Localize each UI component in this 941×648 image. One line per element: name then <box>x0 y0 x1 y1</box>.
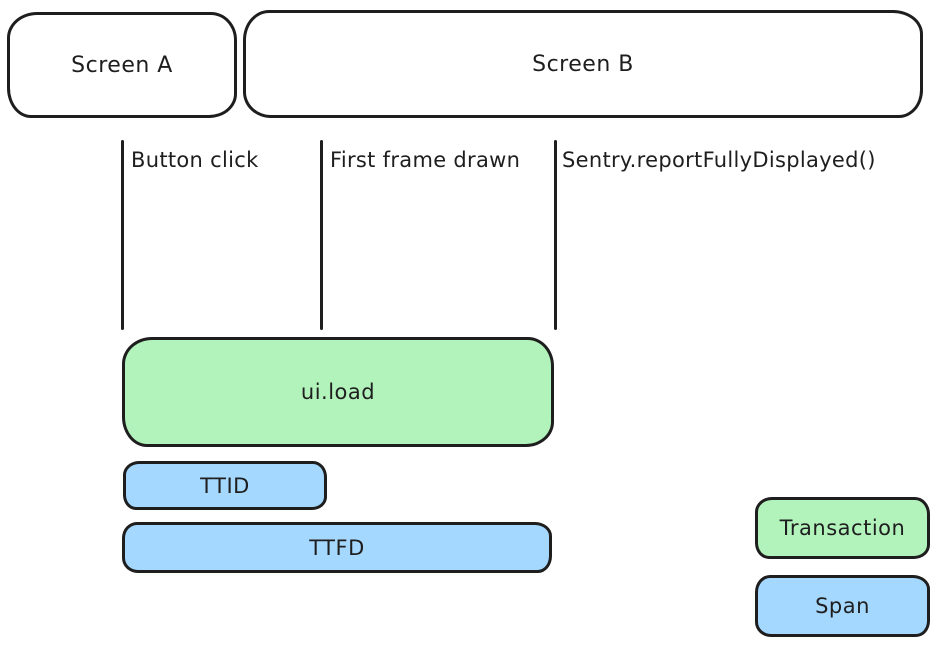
screen-a-label: Screen A <box>71 52 173 78</box>
ttid-label: TTID <box>200 473 250 498</box>
event-label-first-frame-drawn: First frame drawn <box>330 148 521 172</box>
event-line-first-frame-drawn <box>320 140 323 330</box>
legend-span: Span <box>755 575 930 637</box>
ttfd-span-bar: TTFD <box>122 522 552 573</box>
ui-load-label: ui.load <box>300 380 376 404</box>
ttfd-label: TTFD <box>309 535 365 560</box>
screen-b-box: Screen B <box>243 10 923 118</box>
legend-span-label: Span <box>815 594 870 618</box>
screen-b-label: Screen B <box>532 51 634 77</box>
event-line-button-click <box>121 140 124 330</box>
event-label-button-click: Button click <box>131 148 259 172</box>
legend-transaction-label: Transaction <box>779 516 906 540</box>
ui-load-transaction-bar: ui.load <box>122 337 554 447</box>
event-line-report-fully-displayed <box>554 140 557 330</box>
event-label-report-fully-displayed: Sentry.reportFullyDisplayed() <box>562 148 876 172</box>
screen-a-box: Screen A <box>7 12 237 118</box>
ttid-span-bar: TTID <box>123 461 327 510</box>
legend-transaction: Transaction <box>755 497 930 559</box>
